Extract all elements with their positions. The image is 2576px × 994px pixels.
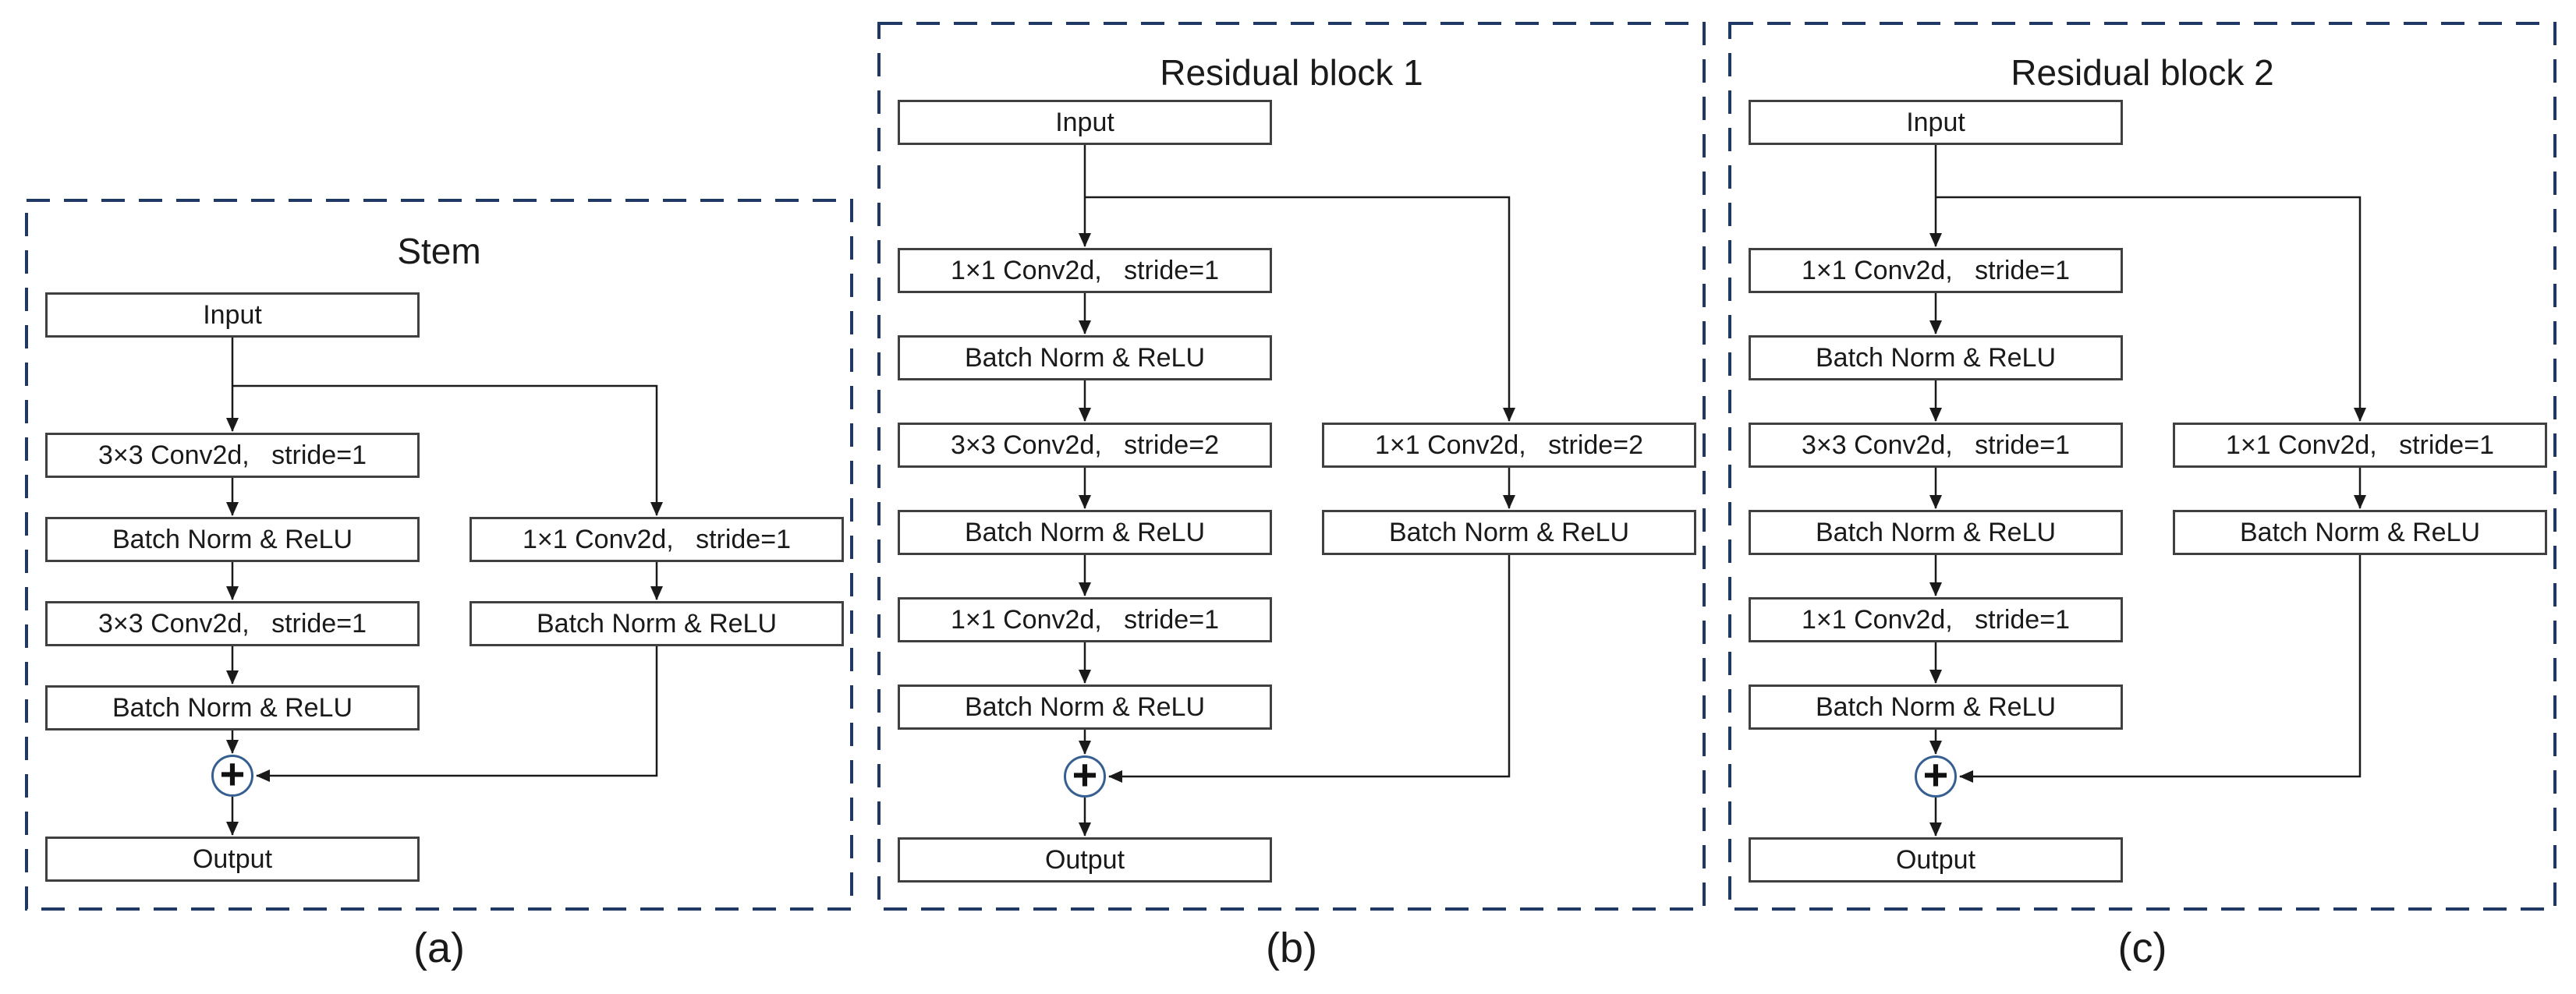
node-shortcut-batchnorm: Batch Norm & ReLU	[2173, 510, 2547, 555]
connector-shortcut-branch	[1936, 196, 2366, 422]
node-input: Input	[1749, 100, 2123, 145]
node-shortcut-batchnorm: Batch Norm & ReLU	[469, 601, 844, 646]
node-input: Input	[45, 292, 420, 338]
panel-stem: Stem Input 3×3 Conv2d, stride=1 Batch No…	[25, 199, 853, 911]
node-conv: 3×3 Conv2d, stride=1	[45, 601, 420, 646]
node-batchnorm: Batch Norm & ReLU	[45, 517, 420, 562]
panel-residual-1-connectors	[877, 22, 1706, 911]
panel-caption-c: (c)	[2117, 925, 2167, 971]
node-output: Output	[1749, 837, 2123, 883]
plus-icon: +	[219, 749, 246, 798]
plus-icon: +	[1922, 750, 1949, 799]
node-shortcut-conv: 1×1 Conv2d, stride=1	[469, 517, 844, 562]
panel-title: Residual block 2	[2011, 52, 2274, 93]
node-batchnorm: Batch Norm & ReLU	[1749, 510, 2123, 555]
panel-dashed-border	[877, 22, 1706, 911]
panel-title: Stem	[397, 231, 481, 271]
node-output: Output	[45, 837, 420, 882]
merge-add-circle: +	[211, 749, 253, 798]
node-conv: 3×3 Conv2d, stride=2	[898, 423, 1272, 468]
node-shortcut-conv: 1×1 Conv2d, stride=1	[2173, 423, 2547, 468]
node-output: Output	[898, 837, 1272, 883]
panel-residual-block-1: Residual block 1 Input 1×1 Conv2d, strid…	[877, 22, 1706, 911]
node-conv: 3×3 Conv2d, stride=1	[45, 433, 420, 478]
node-batchnorm: Batch Norm & ReLU	[1749, 335, 2123, 380]
connector-shortcut-branch	[1085, 196, 1515, 422]
panel-caption-a: (a)	[413, 925, 465, 971]
node-conv: 1×1 Conv2d, stride=1	[1749, 597, 2123, 642]
node-conv: 1×1 Conv2d, stride=1	[898, 248, 1272, 293]
node-batchnorm: Batch Norm & ReLU	[1749, 684, 2123, 730]
node-conv: 3×3 Conv2d, stride=1	[1749, 423, 2123, 468]
connector-shortcut-to-merge	[1959, 555, 2362, 783]
panel-residual-2-connectors	[1728, 22, 2557, 911]
node-batchnorm: Batch Norm & ReLU	[898, 510, 1272, 555]
panel-dashed-border	[1728, 22, 2557, 911]
merge-add-circle: +	[1064, 750, 1106, 799]
panel-residual-block-2: Residual block 2 Input 1×1 Conv2d, strid…	[1728, 22, 2557, 911]
connector-shortcut-to-merge	[256, 646, 658, 782]
node-shortcut-batchnorm: Batch Norm & ReLU	[1322, 510, 1696, 555]
node-shortcut-conv: 1×1 Conv2d, stride=2	[1322, 423, 1696, 468]
panel-dashed-border	[25, 199, 853, 911]
connector-shortcut-to-merge	[1108, 555, 1511, 783]
node-conv: 1×1 Conv2d, stride=1	[898, 597, 1272, 642]
node-batchnorm: Batch Norm & ReLU	[898, 335, 1272, 380]
connector-shortcut-branch	[232, 384, 663, 516]
panel-title: Residual block 1	[1160, 52, 1423, 93]
panel-stem-connectors	[25, 199, 853, 911]
panel-caption-b: (b)	[1266, 925, 1317, 971]
node-batchnorm: Batch Norm & ReLU	[45, 685, 420, 730]
node-conv: 1×1 Conv2d, stride=1	[1749, 248, 2123, 293]
node-batchnorm: Batch Norm & ReLU	[898, 684, 1272, 730]
plus-icon: +	[1072, 750, 1098, 799]
merge-add-circle: +	[1915, 750, 1957, 799]
node-input: Input	[898, 100, 1272, 145]
